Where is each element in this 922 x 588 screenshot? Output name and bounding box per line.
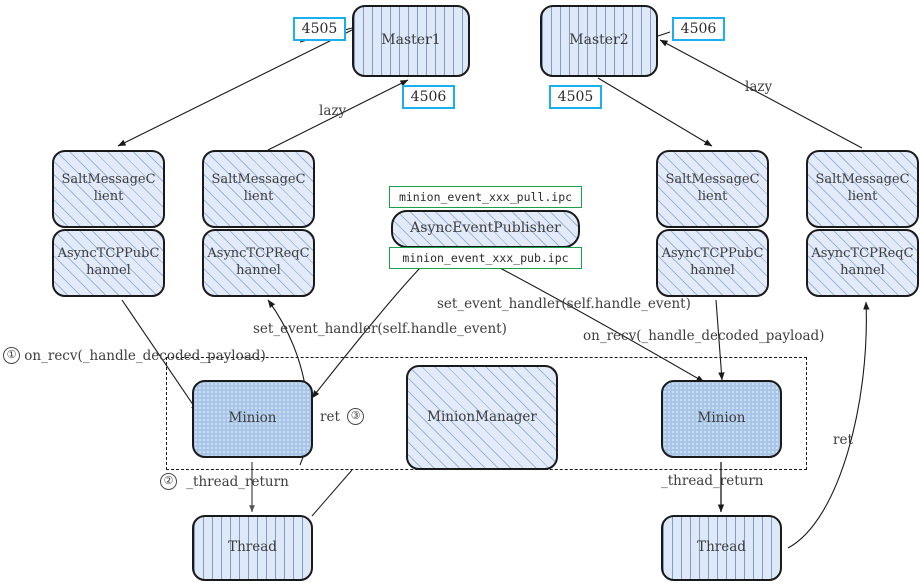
edge-eventpublisher-to-minion-right <box>499 267 705 383</box>
ipc-label-pub: minion_event_xxx_pub.ipc <box>389 247 582 269</box>
node-master1[interactable]: Master1 <box>352 5 470 77</box>
edge-thread-left-tail <box>311 469 353 517</box>
node-async-tcp-pub-channel-1[interactable]: AsyncTCPPubC hannel <box>52 229 165 297</box>
step-number-3: ③ <box>347 408 365 425</box>
port-label-master2-4505: 4505 <box>549 85 602 109</box>
node-async-tcp-req-channel-2[interactable]: AsyncTCPReqC hannel <box>806 229 919 297</box>
node-master2[interactable]: Master2 <box>540 5 658 77</box>
ipc-label-pull: minion_event_xxx_pull.ipc <box>389 186 582 208</box>
edge-label-thread-return-right: _thread_return <box>661 473 764 489</box>
step-number-1: ① <box>3 347 20 364</box>
node-async-event-publisher[interactable]: AsyncEventPublisher <box>391 210 580 248</box>
edge-label-on-recv-left: ① on_recv(_handle_decoded_payload) <box>3 347 266 364</box>
port-label-master1-4505: 4505 <box>293 17 346 41</box>
edge-master2-to-smc3 <box>597 77 713 147</box>
node-salt-message-client-4[interactable]: SaltMessageC lient <box>806 150 919 228</box>
node-salt-message-client-1[interactable]: SaltMessageC lient <box>52 150 165 228</box>
node-salt-message-client-3[interactable]: SaltMessageC lient <box>656 150 769 228</box>
edge-label-ret-left: ret ③ <box>320 408 365 425</box>
edge-label-ret-right: ret <box>833 432 853 448</box>
node-salt-message-client-2[interactable]: SaltMessageC lient <box>202 150 315 228</box>
node-minion-right[interactable]: Minion <box>661 380 782 458</box>
edge-label-set-event-handler-right: set_event_handler(self.handle_event) <box>437 296 691 312</box>
node-async-tcp-pub-channel-2[interactable]: AsyncTCPPubC hannel <box>656 229 769 297</box>
edge-lazy-left-to-master1 <box>267 79 409 151</box>
edge-label-on-recv-right: on_recv(_handle_decoded_payload) <box>583 328 825 344</box>
edge-label-lazy-right: lazy <box>745 79 773 95</box>
edge-label-thread-return-left: ② _thread_return <box>160 473 289 490</box>
edge-thread-right-to-reqchannel2 <box>787 301 870 549</box>
edge-eventpublisher-to-minion-left <box>311 267 421 399</box>
step-number-2: ② <box>160 473 177 490</box>
node-minion-manager[interactable]: MinionManager <box>406 365 558 470</box>
port-label-master1-4506: 4506 <box>402 85 455 109</box>
node-minion-left[interactable]: Minion <box>192 380 313 458</box>
edge-master1-to-smc1 <box>117 29 353 147</box>
node-thread-left[interactable]: Thread <box>192 515 313 581</box>
edge-pubchannel1-to-minion-left <box>121 299 199 413</box>
port-label-master2-4506: 4506 <box>672 17 725 41</box>
edge-pubchannel2-to-minion-right <box>715 299 725 381</box>
node-thread-right[interactable]: Thread <box>661 515 782 581</box>
edge-label-lazy-left: lazy <box>319 103 347 119</box>
edge-label-set-event-handler-left: set_event_handler(self.handle_event) <box>253 321 507 337</box>
node-async-tcp-req-channel-1[interactable]: AsyncTCPReqC hannel <box>202 229 315 297</box>
edge-lazy-right-to-master2 <box>659 39 863 149</box>
